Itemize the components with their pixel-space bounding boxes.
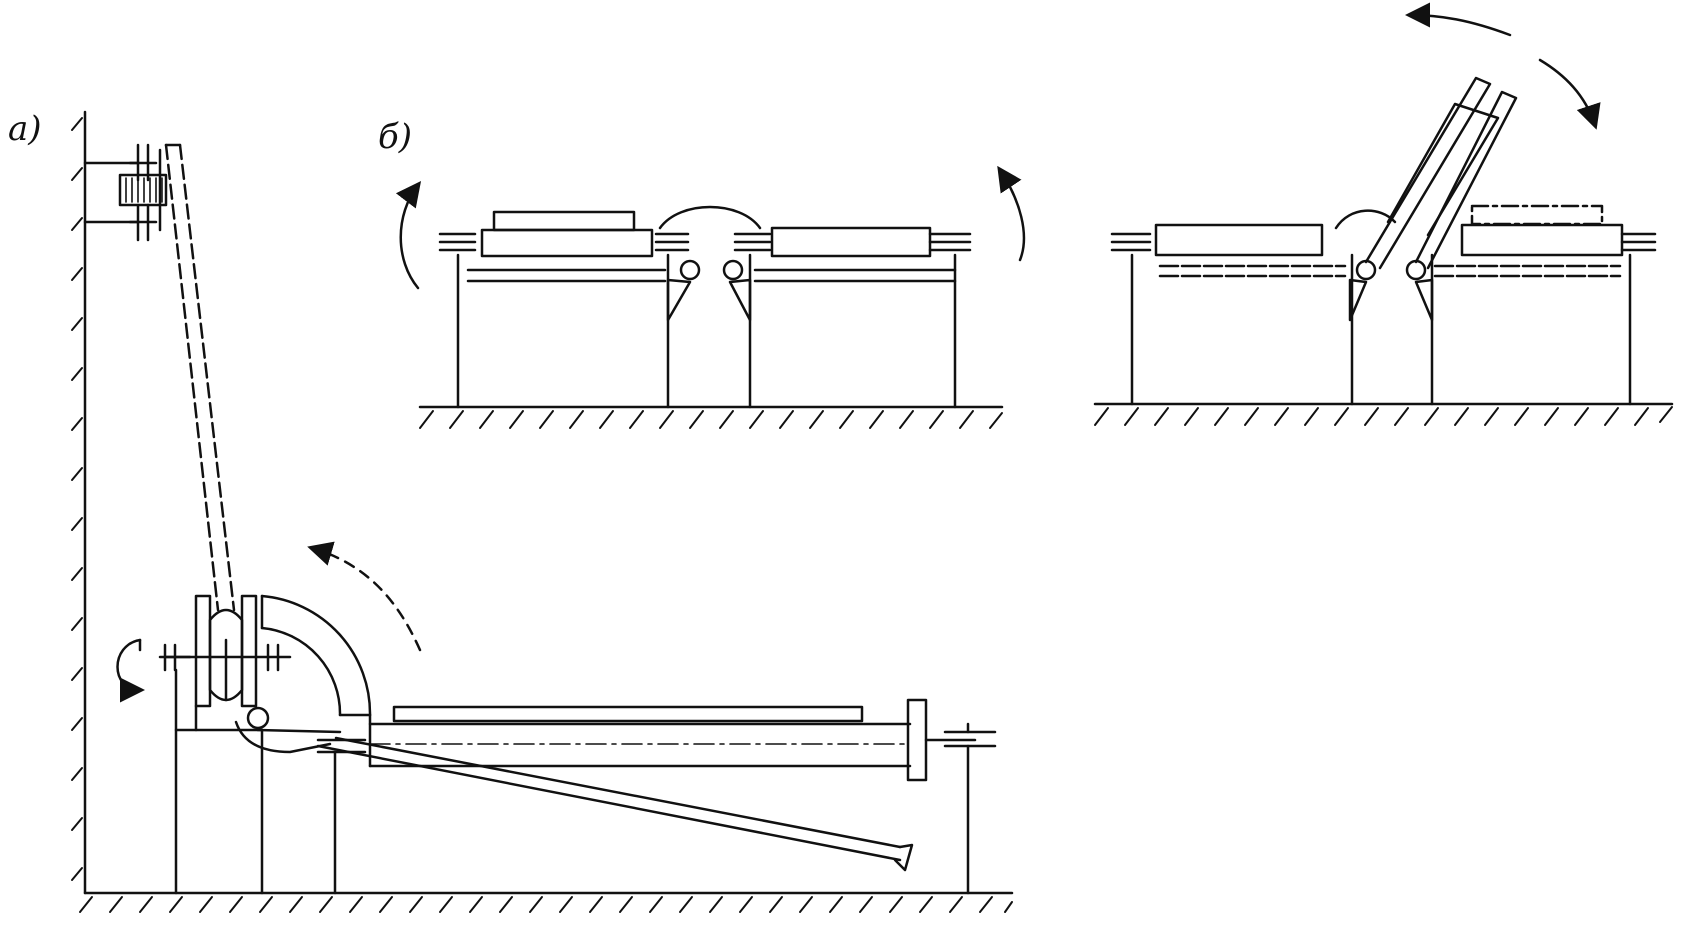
bending-segment (262, 541, 420, 715)
hinge-lever (236, 708, 912, 870)
figure-b-label: б) (378, 117, 413, 157)
figure-b-folded (1095, 2, 1672, 425)
right-support-a (945, 724, 995, 893)
rope (166, 145, 234, 610)
workpiece (370, 700, 975, 780)
stand (176, 670, 262, 893)
clamp-bearing-left (318, 715, 370, 893)
upper-pulley-bracket (85, 145, 166, 240)
drum-assembly (118, 596, 291, 706)
floor-a (80, 893, 1012, 912)
wall (72, 112, 85, 893)
figure-b-open (395, 165, 1024, 428)
figure-a-label: а) (8, 109, 42, 149)
figure-a (72, 112, 1012, 912)
